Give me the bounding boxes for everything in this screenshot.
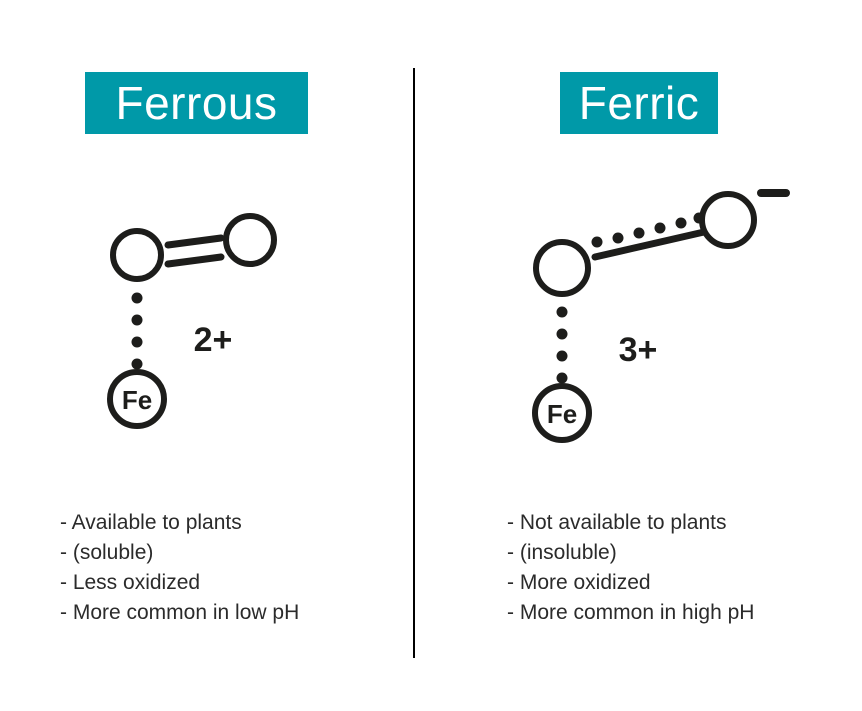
coordination-dot — [556, 328, 568, 340]
molecule-diagram-ferrous: Fe 2+ — [80, 180, 340, 450]
partial-bond-solid-stroke — [591, 228, 708, 261]
iron-atom-label: Fe — [547, 399, 577, 429]
panel-title-ferrous: Ferrous — [85, 72, 308, 134]
coordination-dot — [131, 358, 143, 370]
iron-atom-circle — [107, 369, 167, 429]
partial-bond-dot — [612, 232, 624, 244]
coordination-dot — [131, 314, 143, 326]
iron-atom-label: Fe — [122, 385, 152, 415]
coordination-dot — [131, 336, 143, 348]
double-bond-stroke-lower — [164, 253, 225, 268]
ferrous-svg: Fe 2+ — [107, 213, 277, 429]
ferric-svg: Fe 3+ — [532, 189, 790, 443]
partial-bond-dot — [654, 222, 666, 234]
iron-atom-circle — [532, 383, 592, 443]
panel-title-ferric: Ferric — [560, 72, 718, 134]
list-item: - Not available to plants — [507, 511, 727, 534]
list-item: - (insoluble) — [507, 541, 617, 564]
list-item: - Less oxidized — [60, 571, 201, 594]
partial-bond-dot — [633, 227, 645, 239]
oxygen-circle-left — [110, 228, 164, 282]
list-item: - (soluble) — [60, 541, 154, 564]
coordination-dot — [556, 350, 568, 362]
molecule-diagram-ferric: Fe 3+ — [505, 175, 805, 455]
panel-title-ferrous-label: Ferrous — [115, 77, 278, 129]
charge-label-ferrous: 2+ — [194, 321, 233, 359]
double-bond-stroke-upper — [164, 234, 225, 249]
coordination-dot — [556, 306, 568, 318]
list-item: - More common in high pH — [507, 601, 755, 624]
partial-bond-dot — [591, 236, 603, 248]
list-item: - Available to plants — [60, 511, 242, 534]
properties-list-ferrous: - Available to plants - (soluble) - Less… — [60, 508, 299, 628]
list-item: - More common in low pH — [60, 601, 300, 624]
oxygen-circle-right — [699, 191, 757, 249]
charge-label-ferric: 3+ — [619, 331, 658, 369]
panel-title-ferric-label: Ferric — [578, 77, 700, 129]
partial-bond-dot — [675, 217, 687, 229]
oxygen-circle-left — [533, 239, 591, 297]
properties-list-ferric: - Not available to plants - (insoluble) … — [507, 508, 754, 628]
partial-bond-dot — [693, 212, 705, 224]
coordination-dot — [556, 372, 568, 384]
vertical-divider — [413, 68, 415, 658]
list-item: - More oxidized — [507, 571, 651, 594]
coordination-dot — [131, 292, 143, 304]
oxygen-circle-right — [223, 213, 277, 267]
